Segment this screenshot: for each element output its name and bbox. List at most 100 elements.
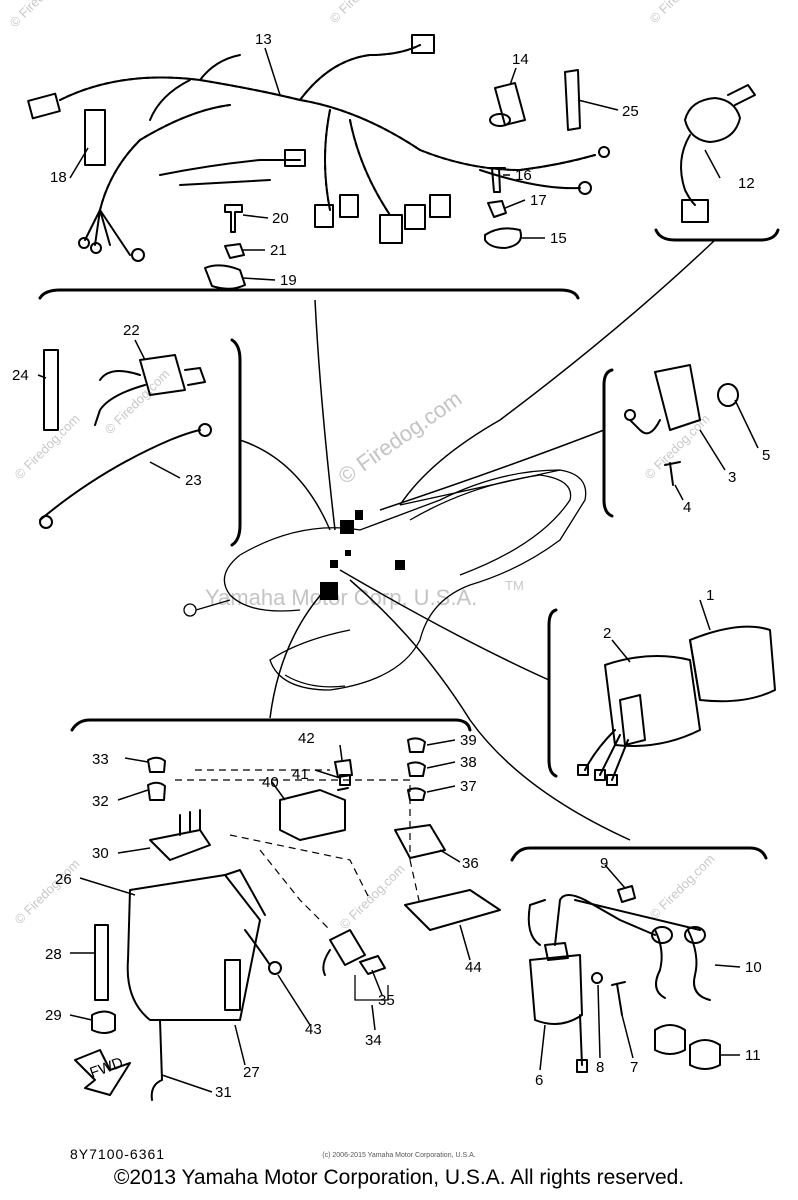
callout-39: 39 (460, 732, 477, 749)
group-brackets (38, 228, 780, 862)
cap-11b (689, 1039, 721, 1070)
callout-36: 36 (462, 855, 479, 872)
band-25 (564, 69, 581, 131)
callout-35: 35 (378, 992, 395, 1009)
callout-40: 40 (262, 774, 279, 791)
callout-25: 25 (622, 103, 639, 120)
callout-5: 5 (762, 447, 770, 464)
cap-14 (494, 82, 526, 126)
nut-42 (334, 759, 353, 778)
watercraft-hull (183, 469, 587, 691)
callout-44: 44 (465, 959, 482, 976)
left-parts (39, 349, 212, 529)
watermark-top-left: © Firedog.com (7, 0, 78, 30)
drawing-code: 8Y7100-6361 (70, 1146, 166, 1162)
main-switch (680, 84, 756, 223)
small-copyright: (c) 2006-2015 Yamaha Motor Corporation, … (322, 1152, 476, 1159)
coil-6 (529, 954, 583, 1025)
clamp-15 (484, 227, 522, 249)
bolt-7 (611, 981, 626, 1016)
callout-29: 29 (45, 1007, 62, 1024)
wire-harness (27, 34, 610, 262)
callout-12: 12 (738, 175, 755, 192)
watermarks: © Firedog.com © Firedog.com © Firedog.co… (7, 0, 718, 932)
nut-33 (147, 756, 166, 773)
callout-26: 26 (55, 871, 72, 888)
callout-15: 15 (550, 230, 567, 247)
callout-31: 31 (215, 1084, 232, 1101)
callout-7: 7 (630, 1059, 638, 1076)
cdi-bracket (547, 608, 558, 778)
lead-23 (39, 429, 201, 521)
grommet-5 (717, 383, 739, 407)
rod-31 (150, 1019, 163, 1101)
watermark-mid-left: © Firedog.com (12, 411, 83, 482)
cap-35 (359, 955, 386, 975)
nut-17 (487, 200, 507, 218)
watermark-top-center: © Firedog.com (327, 0, 398, 26)
cap-10a (654, 929, 666, 999)
bolt-16 (487, 167, 506, 193)
nut-38 (407, 761, 426, 777)
callout-19: 19 (280, 272, 297, 289)
relay-40 (279, 789, 346, 841)
callout-10: 10 (745, 959, 762, 976)
callout-20: 20 (272, 210, 289, 227)
callout-27: 27 (243, 1064, 260, 1081)
callout-4: 4 (683, 499, 691, 516)
plate-44 (404, 889, 501, 931)
clamp-9 (617, 885, 636, 903)
fwd-arrow: FWD (74, 1049, 131, 1096)
right-parts (624, 364, 739, 486)
callout-43: 43 (305, 1021, 322, 1038)
unit-3 (654, 364, 701, 431)
callout-37: 37 (460, 778, 477, 795)
harness-small-parts (84, 69, 581, 290)
clamp-19 (204, 264, 246, 290)
cdi-unit (577, 625, 776, 786)
right-parts-bracket (602, 368, 614, 518)
cap-10b (687, 929, 711, 1001)
watermark-lower-right: © Firedog.com (647, 851, 718, 922)
unit-2 (604, 655, 701, 747)
watermark-top-right: © Firedog.com (647, 0, 718, 26)
watermark-lower-left: © Firedog.com (12, 856, 83, 927)
callout-21: 21 (270, 242, 287, 259)
callout-17: 17 (530, 192, 547, 209)
callout-13: 13 (255, 31, 272, 48)
callout-8: 8 (596, 1059, 604, 1076)
callout-leaders (37, 47, 759, 1093)
damper-29 (91, 1010, 116, 1034)
watermark-center: © Firedog.com (334, 386, 467, 489)
switch-34 (329, 929, 366, 966)
callout-2: 2 (603, 625, 611, 642)
callout-42: 42 (298, 730, 315, 747)
washer-8 (591, 972, 603, 984)
yamaha-watermark: Yamaha Motor Corp, U.S.A. (205, 585, 477, 610)
bracket-30 (149, 829, 211, 861)
harness-group-bracket (38, 288, 580, 300)
ignition-coil-bracket (510, 846, 768, 862)
electrical-box-bracket (70, 718, 472, 732)
callout-32: 32 (92, 793, 109, 810)
callout-numbers: 1 2 3 4 5 6 7 8 9 10 11 12 13 14 15 16 1… (12, 31, 770, 1101)
callout-28: 28 (45, 946, 62, 963)
callout-33: 33 (92, 751, 109, 768)
trademark-mark: TM (505, 578, 524, 593)
switch-22 (139, 354, 186, 396)
callout-22: 22 (123, 322, 140, 339)
harness-connector (284, 149, 306, 167)
ignition-coil (527, 885, 721, 1073)
callout-24: 24 (12, 367, 29, 384)
cover-1 (689, 625, 776, 703)
callout-18: 18 (50, 169, 67, 186)
callout-30: 30 (92, 845, 109, 862)
watermark-left-small: © Firedog.com (102, 366, 173, 437)
electrical-box (91, 737, 501, 1101)
footer-copyright: ©2013 Yamaha Motor Corporation, U.S.A. A… (113, 1166, 685, 1189)
washer-37 (407, 787, 426, 801)
callout-1: 1 (706, 587, 714, 604)
watermark-mid-right: © Firedog.com (642, 411, 713, 482)
cap-11a (654, 1024, 686, 1055)
leader-lines (239, 239, 716, 841)
